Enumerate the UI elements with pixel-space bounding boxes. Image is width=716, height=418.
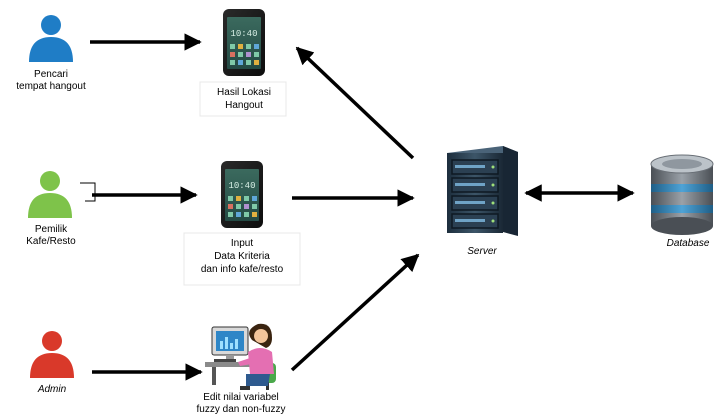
pencari-label-line1: Pencari (34, 69, 68, 80)
input-smartphone-icon: 10:40 (221, 161, 263, 228)
input-label-line1: Input (231, 238, 253, 249)
database-label: Database (667, 238, 710, 249)
input-phone-clock: 10:40 (228, 181, 255, 191)
hasil-label-line1: Hasil Lokasi (217, 87, 271, 98)
pencari-user-icon (29, 15, 73, 62)
admin-label: Admin (37, 384, 67, 395)
edit-label-line2: fuzzy dan non-fuzzy (197, 404, 286, 415)
hasil-label-line2: Hangout (225, 100, 263, 111)
edit-label-line1: Edit nilai variabel (203, 392, 279, 403)
pemilik-user-icon (28, 171, 72, 218)
hasil-smartphone-icon: 10:40 (223, 9, 265, 76)
arrow-edit-to-server (290, 253, 420, 372)
computer-user-icon (205, 323, 276, 390)
pemilik-connector-bracket (80, 182, 96, 202)
arrow-server-to-hasil (295, 46, 415, 160)
input-label-line2: Data Kriteria (214, 251, 270, 262)
pencari-label-line2: tempat hangout (16, 81, 86, 92)
input-label-box (183, 232, 301, 286)
admin-user-icon (30, 331, 74, 378)
database-icon (650, 154, 714, 235)
server-rack-icon (447, 146, 518, 236)
input-label-line3: dan info kafe/resto (201, 264, 284, 275)
server-label: Server (467, 246, 497, 257)
pemilik-label-line2: Kafe/Resto (26, 236, 76, 247)
hasil-phone-clock: 10:40 (230, 29, 257, 39)
pemilik-label-line1: Pemilik (35, 224, 68, 235)
hasil-label-box (199, 81, 287, 117)
